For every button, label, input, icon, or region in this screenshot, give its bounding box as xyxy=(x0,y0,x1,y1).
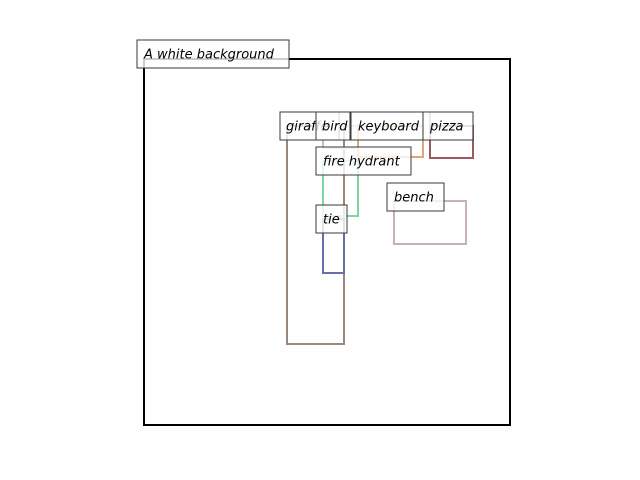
bird-label-text: bird xyxy=(322,120,348,135)
tie-label-text: tie xyxy=(323,213,340,228)
caption-label: A white background xyxy=(136,39,290,69)
bench-label-text: bench xyxy=(394,191,434,206)
fire-hydrant-label: fire hydrant xyxy=(315,146,412,176)
caption-text: A white background xyxy=(143,48,275,63)
tie-label: tie xyxy=(315,204,348,234)
pizza-label-text: pizza xyxy=(429,120,464,135)
bench-label: bench xyxy=(386,182,445,212)
pizza-label: pizza xyxy=(422,111,474,141)
keyboard-label-text: keyboard xyxy=(358,120,420,135)
canvas-frame xyxy=(143,58,511,426)
fire-hydrant-label-text: fire hydrant xyxy=(323,155,401,170)
bird-label: bird xyxy=(315,111,351,141)
keyboard-label: keyboard xyxy=(350,111,431,141)
